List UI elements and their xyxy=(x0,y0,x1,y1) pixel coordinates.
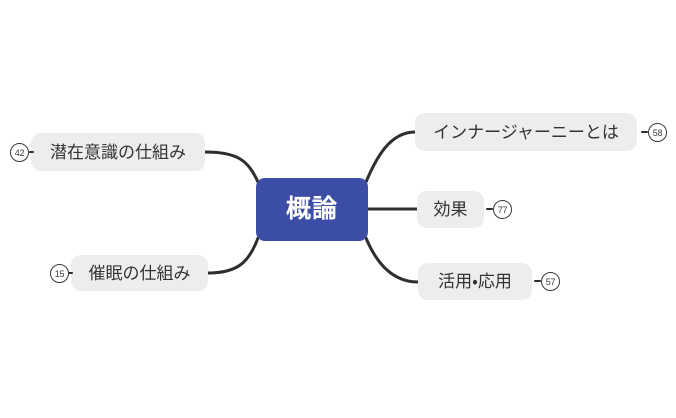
root-node-gairon[interactable]: 概論 xyxy=(256,178,368,241)
branch-node-katsuyo[interactable]: 活用・応用 xyxy=(418,263,532,300)
connector-root-to-inner-journey xyxy=(364,130,417,184)
branch-node-saimin[interactable]: 催眠の仕組み xyxy=(71,255,208,291)
badge-connector-katsuyo xyxy=(534,280,541,282)
branch-node-label: 効果 xyxy=(433,200,468,219)
connector-root-to-senzaiishiki xyxy=(203,150,260,184)
badge-count-inner-journey[interactable]: 58 xyxy=(648,123,667,142)
badge-connector-inner-journey xyxy=(641,131,648,133)
branch-node-kouka[interactable]: 効果 xyxy=(417,191,484,228)
badge-count-saimin[interactable]: 15 xyxy=(50,264,69,283)
branch-node-senzaiishiki[interactable]: 潜在意識の仕組み xyxy=(31,133,205,171)
badge-connector-kouka xyxy=(486,208,493,210)
connector-root-to-katsuyo xyxy=(364,236,420,284)
branch-node-label: インナージャーニーとは xyxy=(433,122,619,142)
connector-root-to-saimin xyxy=(206,236,260,275)
badge-count-senzaiishiki[interactable]: 42 xyxy=(10,143,29,162)
badge-count-kouka[interactable]: 77 xyxy=(493,200,512,219)
branch-node-label: 催眠の仕組み xyxy=(88,263,191,283)
branch-node-label: 活用・応用 xyxy=(438,272,512,291)
badge-connector-senzaiishiki xyxy=(29,151,34,153)
badge-count-katsuyo[interactable]: 57 xyxy=(541,272,560,291)
root-node-label: 概論 xyxy=(285,195,338,223)
badge-connector-saimin xyxy=(68,272,73,274)
branch-node-label: 潜在意識の仕組み xyxy=(50,142,186,162)
branch-node-inner-journey[interactable]: インナージャーニーとは xyxy=(415,113,637,151)
